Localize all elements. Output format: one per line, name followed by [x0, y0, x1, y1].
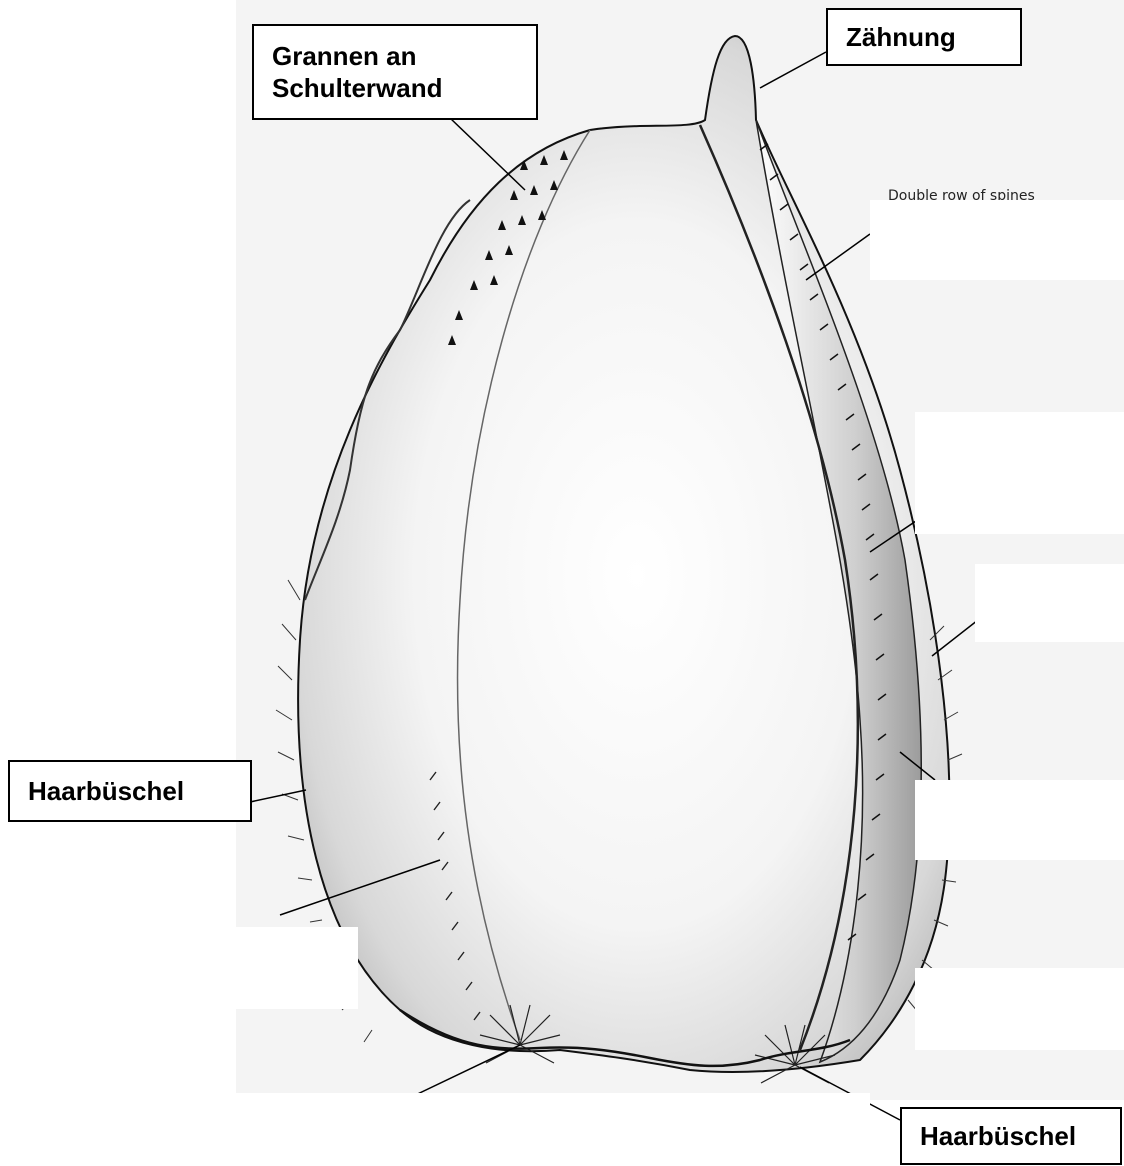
page-bottom-margin [236, 1093, 540, 1166]
blank-answer-box-2 [915, 412, 1124, 534]
blank-answer-box-3 [975, 564, 1124, 642]
label-haarbueschel-right: Haarbüschel [900, 1107, 1122, 1165]
label-zaehnung: Zähnung [826, 8, 1022, 66]
blank-answer-box-7 [915, 968, 1124, 1050]
blank-answer-box-1 [870, 200, 1124, 280]
label-haarbueschel-left: Haarbüschel [8, 760, 252, 822]
blank-answer-box-6 [915, 780, 1124, 860]
label-grannen-an-schulterwand: Grannen an Schulterwand [252, 24, 538, 120]
blank-answer-box-4 [236, 927, 358, 1009]
blank-answer-box-8 [540, 1093, 870, 1166]
